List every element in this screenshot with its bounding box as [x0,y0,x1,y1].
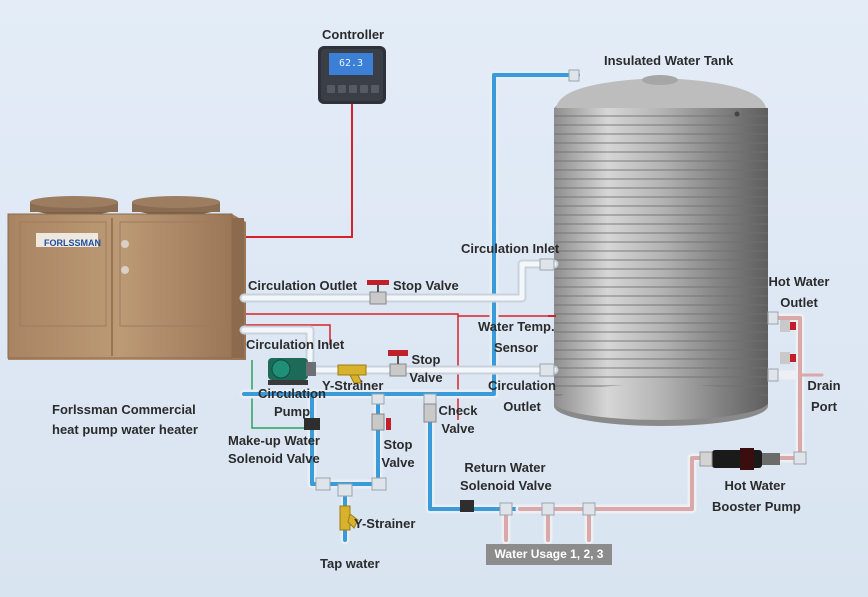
makeup-valve-line2: Solenoid Valve [228,451,320,466]
drain-port-line1: Drain [807,378,841,393]
circulation-inlet-tank-label: Circulation Inlet [461,241,560,256]
water-usage-badge: Water Usage 1, 2, 3 [486,544,612,565]
makeup-solenoid-valve[interactable] [304,418,320,430]
tap-water-label: Tap water [320,556,380,571]
product-caption: Forlssman Commercial heat pump water hea… [52,400,198,440]
caption-line2: heat pump water heater [52,422,198,437]
controller-wiring [244,102,548,429]
booster-pump-line1: Hot Water [724,478,786,493]
y-strainer-bottom-label: Y-Strainer [354,516,416,531]
controller-device[interactable] [318,46,386,104]
stop-valve-mid-label: Stop Valve [404,352,448,386]
drain-port-line2: Port [811,399,837,414]
return-valve-label: Return Water Solenoid Valve [460,460,552,494]
stop-valve-top[interactable] [367,280,389,305]
stop-valve-mid-line1: Stop [411,352,441,367]
circulation-outlet-tank-label: Circulation Outlet [484,378,560,415]
return-valve-line1: Return Water [464,460,546,475]
check-valve-label: Check Valve [436,403,480,437]
hot-water-outlet-line1: Hot Water [768,274,830,289]
circulation-outlet-unit-label: Circulation Outlet [248,278,358,293]
circulation-outlet-tank-line2: Outlet [503,399,541,414]
water-temp-sensor-label: Water Temp. Sensor [478,319,555,356]
y-strainer-bottom[interactable] [339,505,359,531]
water-temp-sensor-line2: Sensor [493,340,539,355]
stop-valve-top-label: Stop Valve [393,278,459,293]
booster-pump-line2: Booster Pump [712,499,801,514]
heat-pump-unit[interactable] [7,196,246,360]
check-valve-line1: Check [438,403,478,418]
circulation-outlet-tank-line1: Circulation [488,378,556,393]
circulation-pump-label: Circulation Pump [256,386,328,420]
stop-valve-low-label: Stop Valve [376,437,420,471]
stop-valve-mid-line2: Valve [409,370,443,385]
stop-valve-low-line1: Stop [383,437,413,452]
return-solenoid-valve[interactable] [460,500,474,512]
stop-valve-low-line2: Valve [381,455,415,470]
drain-port-label: Drain Port [802,378,846,415]
y-strainer-top-label: Y-Strainer [322,378,384,393]
booster-pump[interactable] [699,448,780,470]
makeup-valve-line1: Make-up Water [228,433,320,448]
caption-line1: Forlssman Commercial [52,402,196,417]
check-valve-line2: Valve [441,421,475,436]
circulation-pump-line2: Pump [273,404,311,419]
makeup-valve-label: Make-up Water Solenoid Valve [228,433,320,467]
circulation-inlet-unit-label: Circulation Inlet [246,337,345,352]
stop-valve-mid[interactable] [388,350,408,377]
stop-valve-low[interactable] [371,413,391,431]
circulation-pump-line1: Circulation [258,386,326,401]
circulation-pump[interactable] [268,358,316,385]
check-valve[interactable] [423,403,437,423]
controller-display: 62.3 [338,58,364,69]
tank-label: Insulated Water Tank [604,53,734,68]
controller-label: Controller [322,27,385,42]
return-valve-line2: Solenoid Valve [460,478,552,493]
water-temp-sensor-line1: Water Temp. [478,319,555,334]
brand-logo: FORLSSMAN [44,238,101,248]
hot-water-outlet-label: Hot Water Outlet [766,274,832,311]
booster-pump-label: Hot Water Booster Pump [712,478,801,515]
hot-outlet-valves[interactable] [780,320,796,364]
y-strainer-top[interactable] [337,364,367,384]
hot-water-outlet-line2: Outlet [780,295,818,310]
insulated-water-tank[interactable] [554,75,768,426]
pipe-fittings [315,69,807,516]
